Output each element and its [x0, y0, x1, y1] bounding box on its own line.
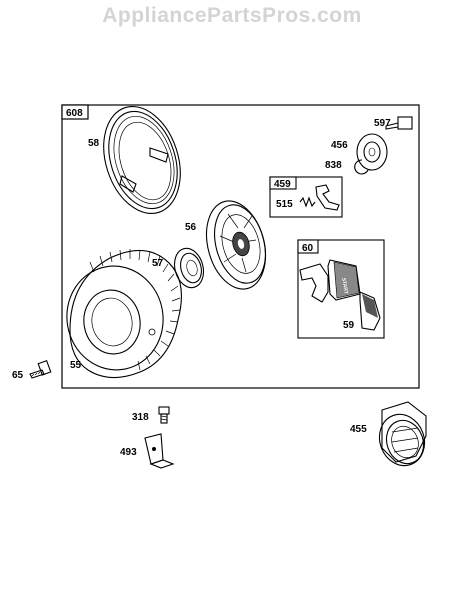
label-spring-515: 515	[276, 199, 293, 210]
assembly-label-box	[61, 104, 89, 120]
screen-455[interactable]	[372, 401, 431, 472]
starter-handle[interactable]: START	[299, 259, 361, 303]
assembly-box	[61, 104, 420, 389]
label-screen-455: 455	[350, 424, 367, 435]
handle-kit-label: 60	[302, 243, 314, 254]
pawl-kit-label: 459	[274, 179, 291, 190]
bracket-493[interactable]	[144, 433, 175, 469]
bolt-65[interactable]	[29, 359, 52, 379]
pawl[interactable]	[315, 184, 340, 211]
label-clip-838: 838	[325, 160, 342, 171]
label-bracket-493: 493	[120, 447, 137, 458]
rewind-spring[interactable]	[91, 97, 193, 224]
watermark-text: AppliancePartsPros.com	[102, 4, 362, 27]
retainer[interactable]	[356, 133, 388, 171]
label-housing: 55	[70, 360, 82, 371]
handle-text: START	[340, 277, 349, 294]
label-screw-318: 318	[132, 412, 149, 423]
clip-838[interactable]	[354, 159, 369, 175]
pulley[interactable]	[197, 194, 274, 295]
label-pulley: 56	[185, 222, 197, 233]
label-retainer: 456	[331, 140, 348, 151]
housing[interactable]	[59, 249, 182, 379]
label-bolt-65: 65	[12, 370, 24, 381]
label-handle: 59	[343, 320, 355, 331]
handle-kit-box	[297, 239, 385, 339]
pawl-kit-label-box	[269, 176, 297, 190]
label-spring: 58	[88, 138, 100, 149]
screw-597[interactable]	[385, 116, 413, 130]
pawl-kit-box	[269, 176, 343, 218]
handle-insert[interactable]	[359, 291, 381, 331]
handle-kit-label-box	[297, 239, 319, 254]
spring-515[interactable]	[299, 196, 316, 208]
screw-318[interactable]	[158, 406, 170, 424]
spring-57[interactable]	[170, 245, 207, 291]
label-screw-597: 597	[374, 118, 391, 129]
assembly-label: 608	[66, 108, 83, 119]
